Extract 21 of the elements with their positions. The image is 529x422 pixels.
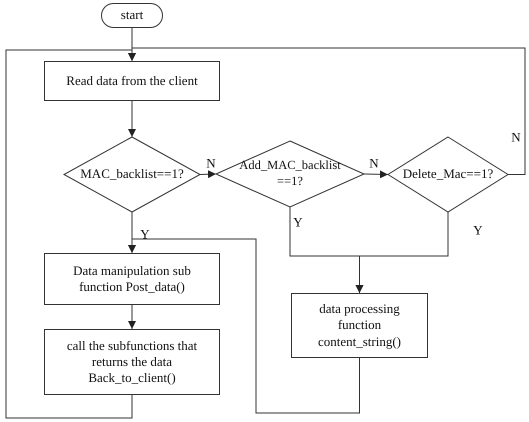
edge-label: Y [473,224,483,236]
decision-diamond: MAC_backlist==1? [64,137,200,212]
decision-diamond: Add_MAC_backlist ==1? [216,141,364,207]
start-terminal: start [101,3,163,28]
connector-arrow [128,304,136,330]
connector-arrow [6,50,136,418]
process-box: call the subfunctions that returns the data Back_to_client() [44,329,220,395]
connector-arrow [128,100,136,138]
process-box: Data manipulation sub function Post_data() [44,253,220,305]
edge-label: N [511,130,521,144]
connector-arrow [364,170,388,178]
connector-arrow [128,238,360,414]
edge-label: Y [293,216,303,228]
connector-arrow [356,212,448,294]
process-box: data processing function content_string() [291,293,428,358]
edge-label: Y [140,228,150,240]
edge-label: N [206,156,216,170]
decision-diamond: Delete_Mac==1? [388,137,508,212]
edge-label: N [369,156,379,170]
connector-arrow [200,170,216,178]
process-box: Read data from the client [44,61,220,101]
